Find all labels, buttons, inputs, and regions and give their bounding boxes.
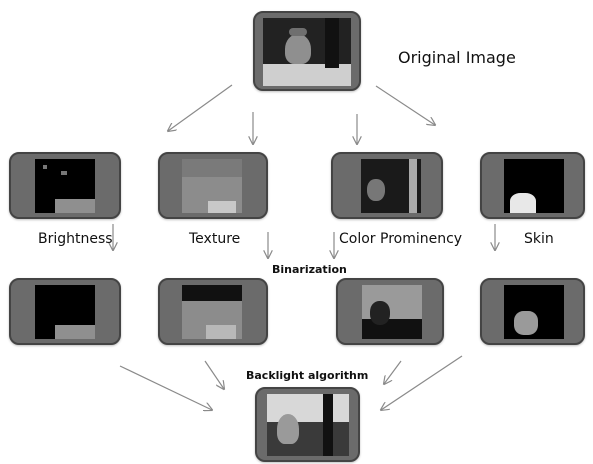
brightness-label: Brightness: [38, 231, 113, 247]
original-image: [263, 18, 351, 86]
brightness-binary-image: [35, 285, 95, 339]
arrow-texture-to-backlight: [204, 360, 224, 389]
texture-binary-image: [182, 285, 242, 339]
brightness-binary-card: [9, 278, 121, 345]
texture-image: [182, 159, 242, 213]
skin-card: [480, 152, 585, 219]
arrow-original-to-skin: [375, 85, 435, 125]
original-image-card: [253, 11, 361, 91]
brightness-image: [35, 159, 95, 213]
color-prominency-image: [361, 159, 421, 213]
binarization-label: Binarization: [272, 263, 347, 276]
output-image-card: [255, 387, 360, 462]
arrow-skin-to-backlight: [381, 355, 463, 410]
backlight-algorithm-label: Backlight algorithm: [246, 369, 369, 382]
color-prominency-card: [331, 152, 443, 219]
color-prominency-label: Color Prominency: [339, 231, 463, 247]
skin-binary-card: [480, 278, 585, 345]
color-prominency-binary-image: [362, 285, 422, 339]
arrow-color-to-backlight: [384, 360, 402, 384]
skin-binary-image: [504, 285, 564, 339]
output-image: [267, 394, 349, 456]
texture-label: Texture: [189, 231, 241, 247]
brightness-card: [9, 152, 121, 219]
skin-image: [504, 159, 564, 213]
arrow-original-to-brightness: [168, 84, 233, 131]
color-prominency-binary-card: [336, 278, 444, 345]
arrow-brightness-to-backlight: [119, 365, 212, 410]
original-image-label: Original Image: [398, 48, 516, 67]
skin-label: Skin: [524, 231, 554, 247]
texture-binary-card: [158, 278, 268, 345]
texture-card: [158, 152, 268, 219]
